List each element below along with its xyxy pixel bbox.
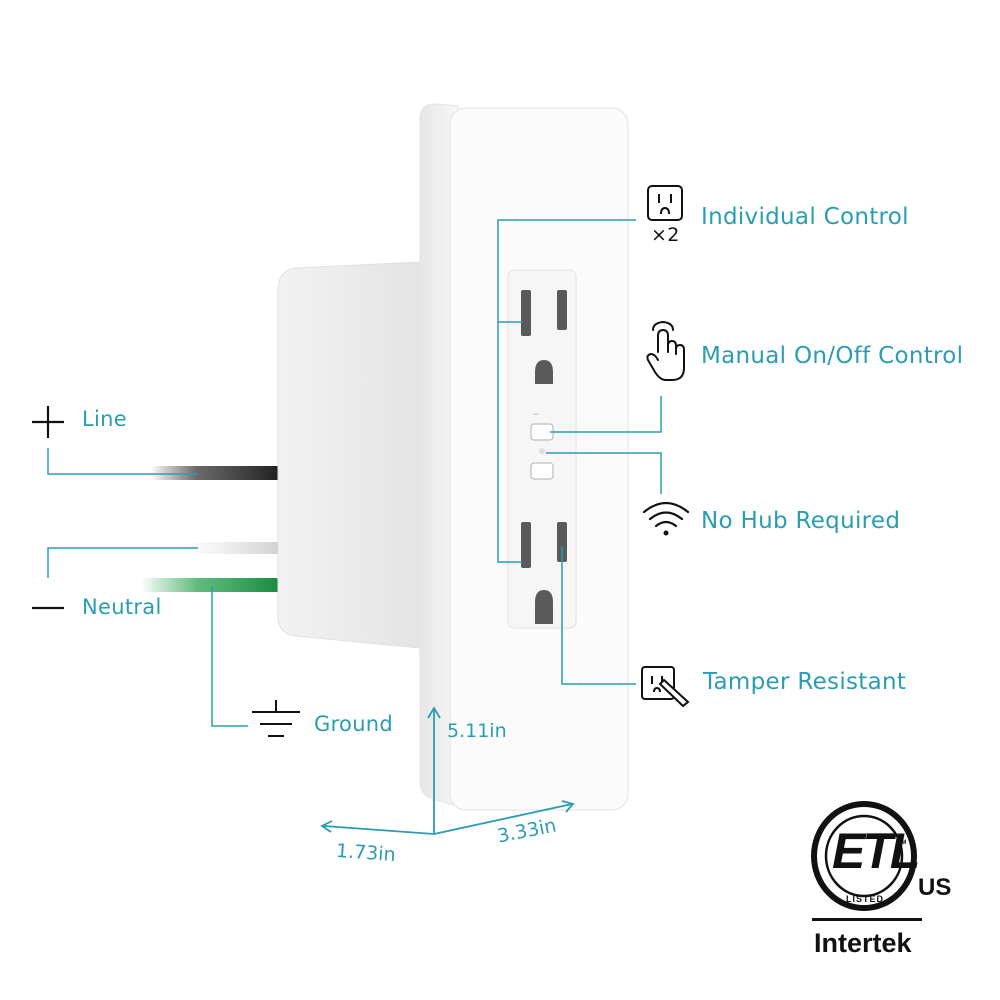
ground-label: Ground [314,712,394,736]
outlet-count-badge: ×2 [651,224,680,246]
listed-text: LISTED [846,894,885,904]
ground-icon [252,700,300,737]
line-wire [150,466,282,480]
us-mark: US [918,874,952,901]
height-dimension: 5.11in [447,720,507,742]
etl-mark: ETL [832,823,920,879]
depth-dimension: 1.73in [335,839,397,867]
outlet-icon [647,185,683,221]
bottom-outlet-button[interactable] [530,462,554,480]
intertek-text: Intertek [814,928,912,958]
svg-text:ᵒᵘᵗ: ᵒᵘᵗ [533,413,539,419]
bottom-outlet [521,522,567,624]
tamper-resistant-icon [641,666,690,708]
ground-leader [211,586,248,727]
feature-no-hub: No Hub Required [701,508,901,534]
ground-wire [140,578,282,592]
top-outlet-button[interactable] [530,423,554,441]
feature-individual-control: Individual Control [701,204,909,230]
neutral-wire [185,542,282,554]
top-outlet [521,290,567,384]
no-hub-leader [546,452,662,494]
tamper-leader [561,546,636,685]
feature-tamper-resistant: Tamper Resistant [703,669,907,695]
line-leader [47,448,198,475]
neutral-leader [47,547,198,578]
status-led [539,448,545,454]
cm-mark: CM [897,840,907,846]
wifi-icon [642,501,690,536]
manual-control-leader [550,396,662,433]
height-arrow [427,706,441,834]
individual-control-leader [497,219,636,563]
neutral-label: Neutral [82,595,162,619]
width-arrow [433,800,575,835]
plus-icon [32,406,64,438]
depth-arrow [320,820,435,835]
etl-listed-logo [811,801,922,921]
device-housing [277,261,421,649]
touch-hand-icon [646,321,685,381]
feature-manual-control: Manual On/Off Control [701,343,964,369]
line-label: Line [82,407,127,431]
